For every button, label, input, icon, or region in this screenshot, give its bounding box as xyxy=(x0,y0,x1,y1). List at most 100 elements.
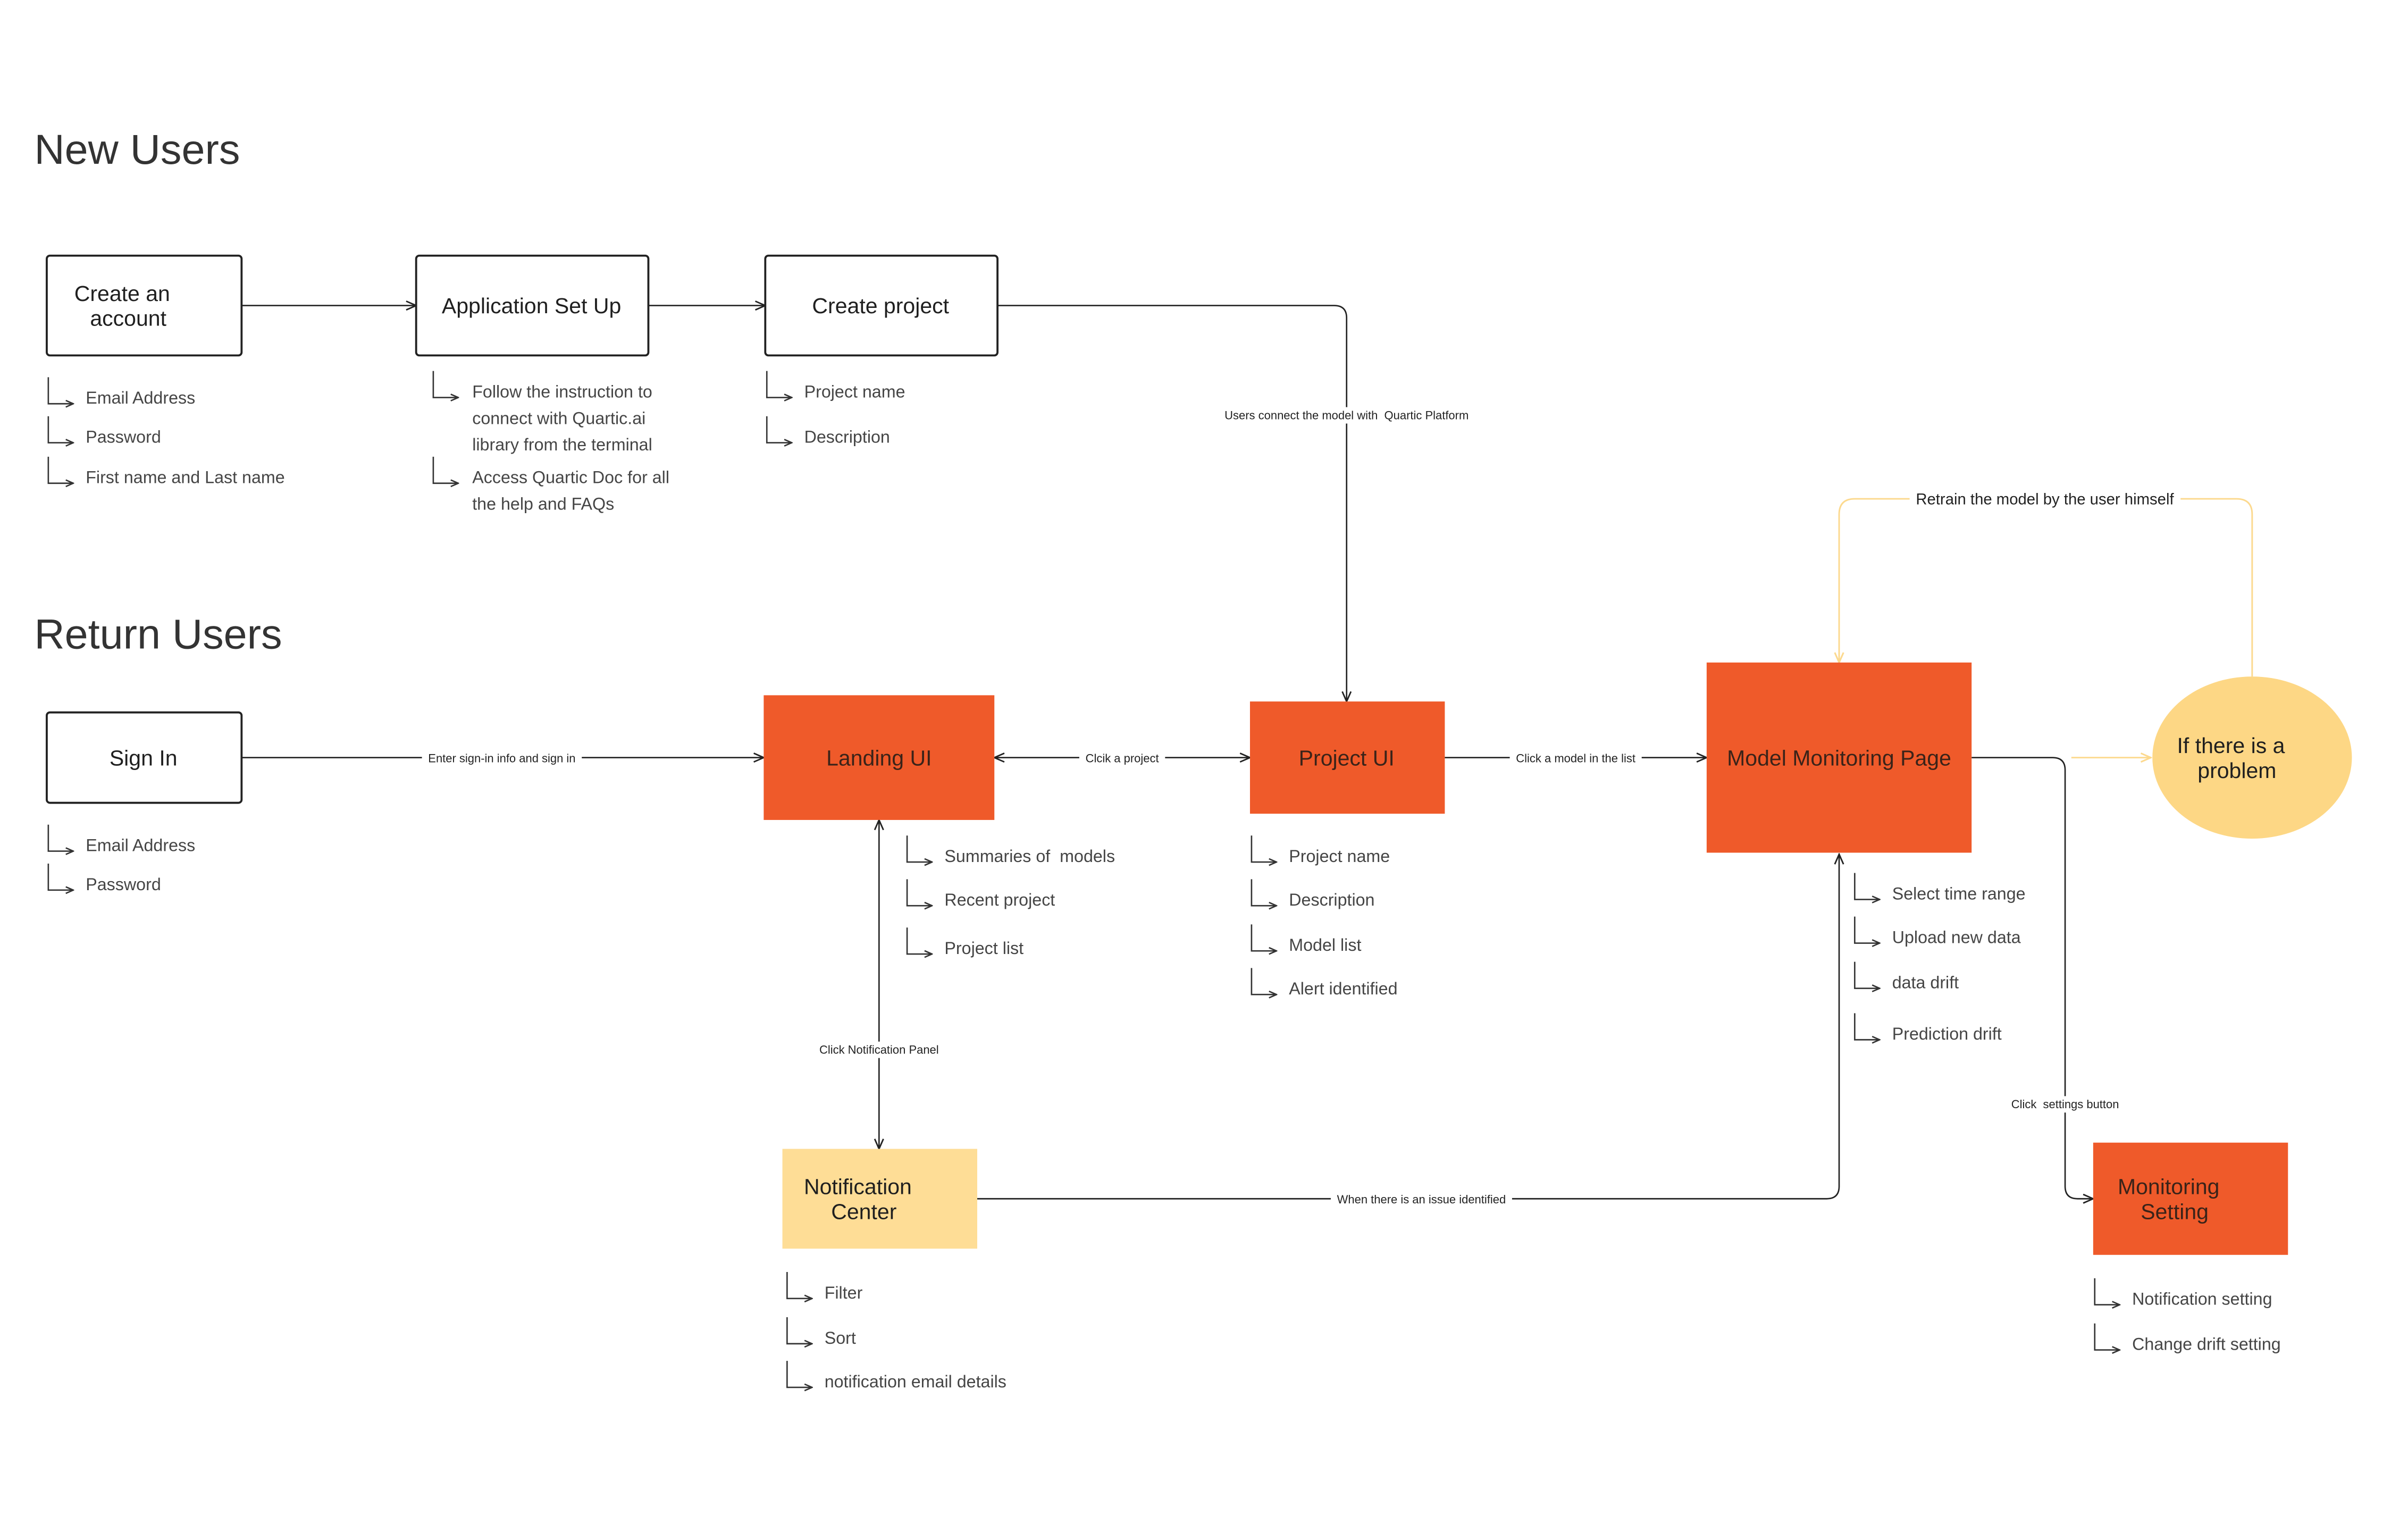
edge-label-background xyxy=(813,1041,945,1058)
list-item-text: Access Quartic Doc for all the help and … xyxy=(0,0,712,514)
node-model-monitoring-page: Model Monitoring Page xyxy=(1706,662,1972,853)
node-box xyxy=(46,254,243,357)
elbow-arrow-icon xyxy=(906,927,932,954)
node-label-line: problem xyxy=(2197,758,2276,783)
edge-label-background xyxy=(1079,750,1165,767)
elbow-arrow-icon xyxy=(1854,1013,1880,1040)
edge-label-background xyxy=(2005,1096,2126,1113)
list-item: Project list xyxy=(906,927,1023,958)
list-item-text: Description xyxy=(804,428,890,447)
edge-label-background xyxy=(1330,1191,1512,1208)
list-item: Follow the instruction to connect with Q… xyxy=(0,0,695,454)
node-label: Monitoring Setting xyxy=(2118,1174,2220,1224)
elbow-arrow-icon xyxy=(47,377,73,404)
list-item-text: Alert identified xyxy=(1289,979,1397,998)
edge-label-background xyxy=(422,750,582,767)
node-problem: If there is a problem xyxy=(0,0,2352,839)
elbow-arrow-icon xyxy=(786,1361,812,1387)
elbow-arrow-icon xyxy=(1854,873,1880,900)
elbow-arrow-icon xyxy=(1251,968,1277,994)
node-project-ui: Project UI xyxy=(1249,701,1445,814)
node-label: Project UI xyxy=(1299,746,1395,770)
node-label: Application Set Up xyxy=(442,294,621,318)
node-box xyxy=(782,1149,977,1249)
node-ellipse xyxy=(2152,676,2352,839)
list-item: Model list xyxy=(1251,924,1361,955)
list-item-text: Notification setting xyxy=(2132,1290,2272,1309)
create-project-items: Project name Description xyxy=(766,371,905,447)
elbow-arrow-icon xyxy=(906,835,932,862)
list-item: First name and Last name xyxy=(47,456,285,487)
edge-label-text: Retrain the model by the user himself xyxy=(1916,490,2174,508)
edge-label-retrain: Retrain the model by the user himself xyxy=(1909,489,2181,510)
list-item: Sort xyxy=(786,1317,856,1348)
edge-label-text: Click settings button xyxy=(2011,1098,2119,1111)
list-item-text: Project name xyxy=(804,382,905,401)
list-item-text: Project list xyxy=(944,939,1023,958)
node-box xyxy=(46,711,243,804)
elbow-arrow-icon xyxy=(766,371,792,398)
list-item-text: Follow the instruction to connect with Q… xyxy=(0,0,695,454)
edge-label-click-model: Click a model in the list xyxy=(1509,750,1642,767)
edge-model-monitoring-to-monitoring-setting xyxy=(1971,757,2093,1199)
list-item: Select time range xyxy=(1854,873,2026,903)
list-item: Project name xyxy=(1251,835,1390,866)
elbow-arrow-icon xyxy=(2094,1323,2120,1350)
elbow-arrow-icon xyxy=(47,864,73,890)
elbow-arrow-icon xyxy=(47,456,73,483)
list-item: Project name xyxy=(766,371,905,401)
elbow-arrow-icon xyxy=(47,824,73,851)
landing-ui-items: Summaries of models Recent project Proje… xyxy=(906,835,1115,958)
node-label: Notification Center xyxy=(0,0,954,1224)
project-ui-items: Project name Description Model list Aler… xyxy=(1251,835,1398,998)
model-monitoring-items: Select time range Upload new data data d… xyxy=(1854,873,2026,1044)
node-monitoring-setting: Monitoring Setting xyxy=(2093,1142,2288,1255)
edge-create-project-to-project-ui xyxy=(997,305,1347,702)
node-notification-center: Notification Center xyxy=(0,0,977,1249)
node-label: Create project xyxy=(812,294,949,318)
list-item: Filter xyxy=(786,1272,863,1302)
list-item-text: Summaries of models xyxy=(944,847,1115,866)
list-item: Description xyxy=(1251,879,1375,909)
node-label: Landing UI xyxy=(826,746,932,770)
list-item: Email Address xyxy=(47,377,195,407)
list-item-line: library from the terminal xyxy=(472,435,652,454)
elbow-arrow-icon xyxy=(47,416,73,443)
node-label: If there is a problem xyxy=(0,0,2327,783)
list-item: Description xyxy=(766,416,890,447)
list-item-line: Access Quartic Doc for all xyxy=(472,468,669,487)
node-box xyxy=(415,254,650,357)
node-landing-ui: Landing UI xyxy=(763,695,995,820)
elbow-arrow-icon xyxy=(766,416,792,443)
list-item-text: Prediction drift xyxy=(1892,1024,2002,1043)
list-item-text: Project name xyxy=(1289,847,1390,866)
list-item-text: Upload new data xyxy=(1892,928,2021,947)
elbow-arrow-icon xyxy=(1854,961,1880,989)
list-item-text: First name and Last name xyxy=(86,468,284,487)
edge-label-click-notification: Click Notification Panel xyxy=(813,1041,945,1058)
elbow-arrow-icon xyxy=(1854,916,1880,943)
list-item: Password xyxy=(47,864,161,894)
list-item: Prediction drift xyxy=(1854,1013,2002,1043)
node-label: Model Monitoring Page xyxy=(1727,746,1951,770)
list-item-text: Password xyxy=(86,875,161,894)
node-box xyxy=(764,254,999,357)
elbow-arrow-icon xyxy=(786,1317,812,1344)
edge-label-background xyxy=(1509,750,1642,767)
list-item-text: Change drift setting xyxy=(2132,1335,2281,1354)
sign-in-items: Email Address Password xyxy=(47,824,195,894)
node-box xyxy=(763,695,995,820)
edge-label-issue-identified: When there is an issue identified xyxy=(1330,1191,1512,1208)
elbow-arrow-icon xyxy=(906,879,932,906)
node-label: Sign In xyxy=(110,746,178,770)
edge-label-text: Click Notification Panel xyxy=(819,1043,939,1057)
edge-label-click-settings: Click settings button xyxy=(2005,1096,2126,1113)
list-item-text: data drift xyxy=(1892,973,1959,992)
edge-label-text: Clcik a project xyxy=(1086,751,1159,765)
list-item: Access Quartic Doc for all the help and … xyxy=(0,0,712,514)
node-create-project: Create project xyxy=(764,254,999,357)
notification-center-items: Filter Sort notification email details xyxy=(786,1272,1006,1391)
list-item: data drift xyxy=(1854,961,1959,992)
